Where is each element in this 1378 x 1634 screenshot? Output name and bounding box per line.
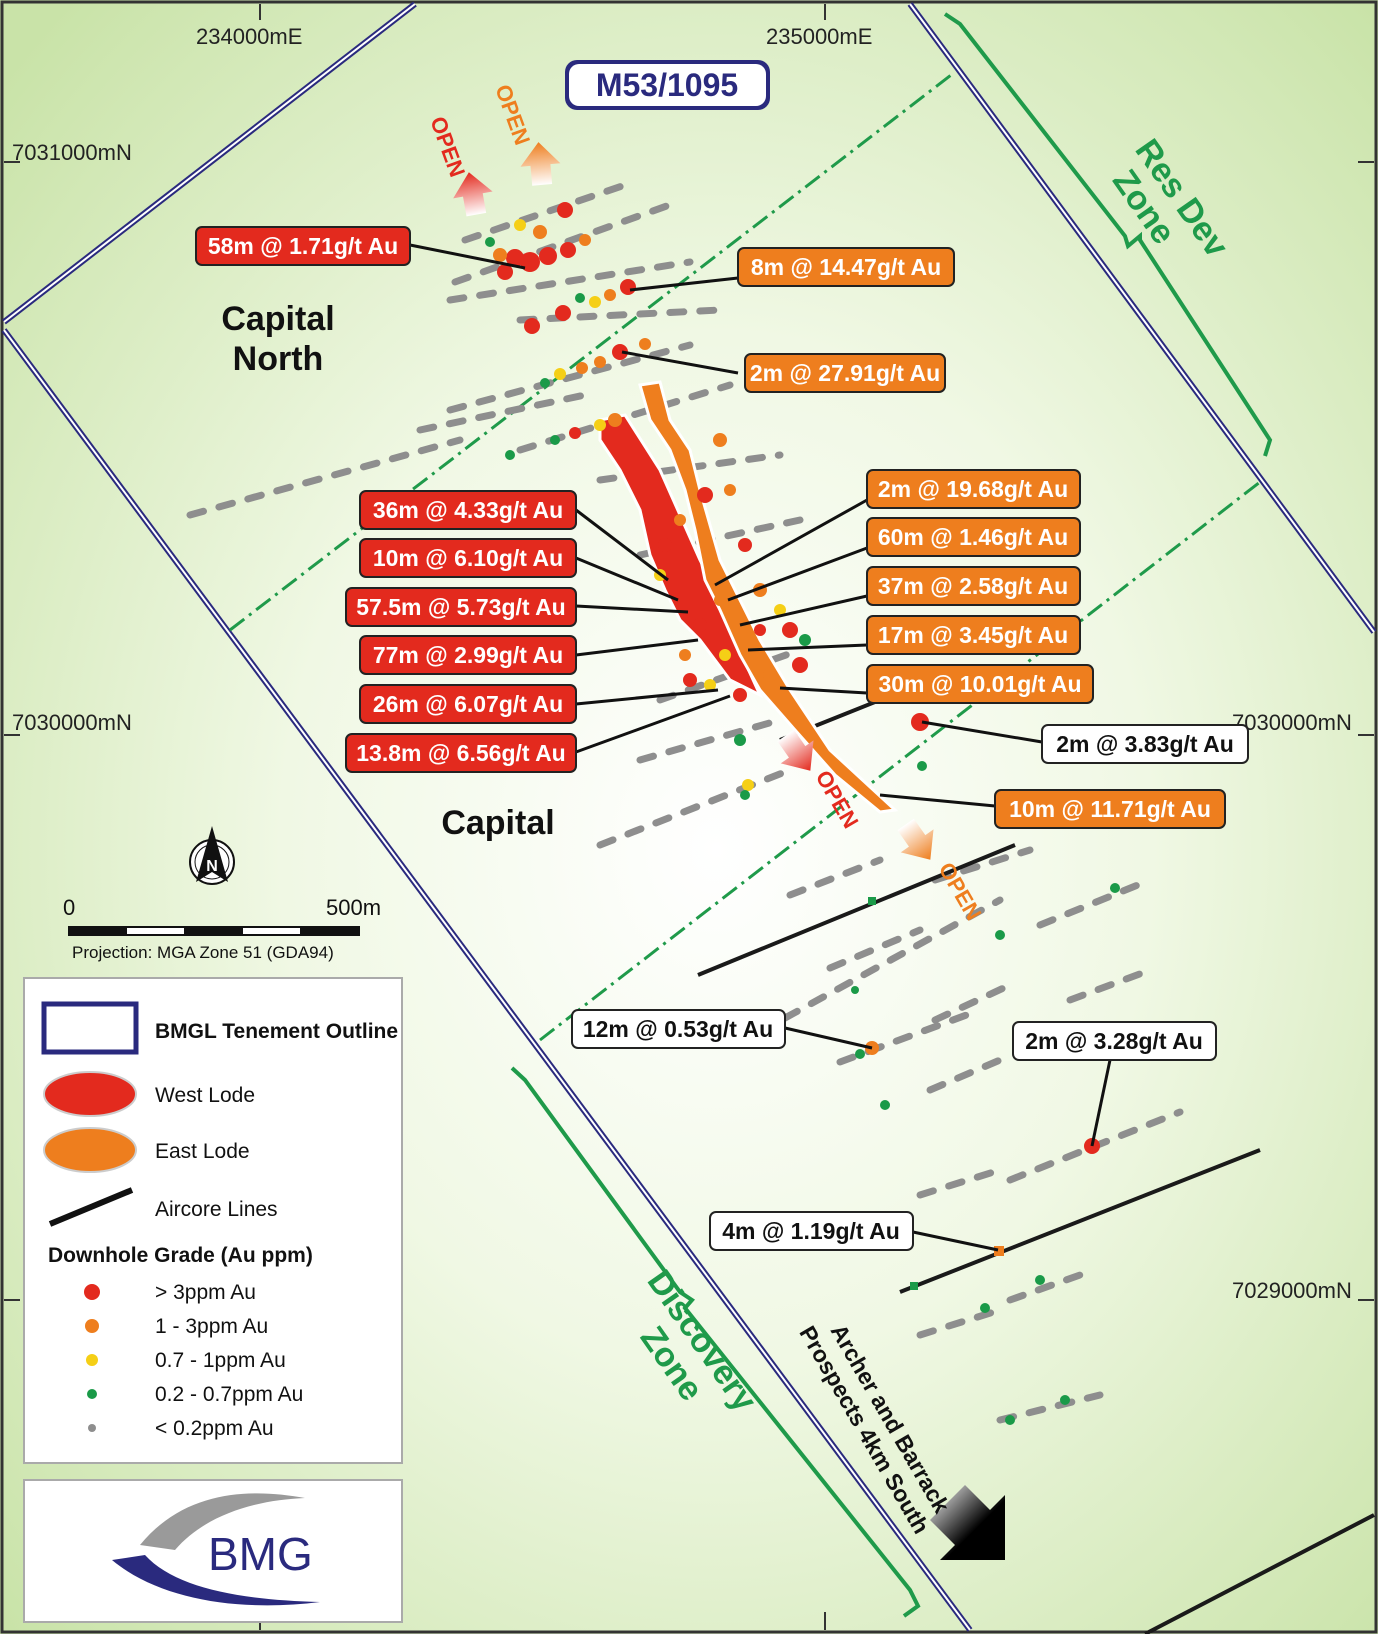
legend-tenement-swatch	[41, 1001, 139, 1055]
intercept-orange-3: 2m @ 19.68g/t Au	[866, 469, 1081, 509]
svg-text:17m @ 3.45g/t Au: 17m @ 3.45g/t Au	[878, 622, 1068, 648]
svg-text:37m @ 2.58g/t Au: 37m @ 2.58g/t Au	[878, 573, 1068, 599]
aircore-lines	[697, 688, 1375, 1634]
legend-east-lode-label: East Lode	[155, 1140, 250, 1163]
intercept-red-7: 13.8m @ 6.56g/t Au	[345, 733, 577, 773]
capital-north-label-2: North	[233, 340, 324, 378]
capital-label: Capital	[441, 804, 554, 842]
open-arrow-north-red	[453, 172, 493, 217]
svg-text:77m @ 2.99g/t Au: 77m @ 2.99g/t Au	[373, 642, 563, 668]
svg-text:58m @ 1.71g/t Au: 58m @ 1.71g/t Au	[208, 233, 398, 259]
intercept-orange-8: 10m @ 11.71g/t Au	[994, 789, 1226, 829]
north-arrow: N	[189, 826, 235, 885]
legend-aircore-swatch	[48, 1187, 134, 1227]
intercept-white-1: 2m @ 3.83g/t Au	[1041, 724, 1249, 764]
intercept-orange-2: 2m @ 27.91g/t Au	[744, 353, 946, 393]
svg-text:2m @ 3.28g/t Au: 2m @ 3.28g/t Au	[1025, 1028, 1203, 1054]
legend-grade-label-3: 0.7 - 1ppm Au	[155, 1349, 286, 1372]
svg-text:N: N	[206, 858, 218, 875]
svg-text:10m @ 6.10g/t Au: 10m @ 6.10g/t Au	[373, 545, 563, 571]
intercept-red-5: 77m @ 2.99g/t Au	[359, 635, 577, 675]
northing-label-7029000: 7029000mN	[1232, 1278, 1352, 1303]
legend-west-lode-label: West Lode	[155, 1084, 255, 1107]
svg-text:BMG: BMG	[208, 1528, 313, 1580]
legend-grade-label-5: < 0.2ppm Au	[155, 1417, 274, 1440]
svg-text:2m @ 3.83g/t Au: 2m @ 3.83g/t Au	[1056, 731, 1234, 757]
open-arrow-south-orange	[897, 818, 934, 860]
easting-label-235000: 235000mE	[766, 24, 872, 49]
legend-grade-swatch-5	[88, 1424, 96, 1432]
bmg-logo: BMG	[23, 1479, 403, 1623]
scale-bar: 0 500m Projection: MGA Zone 51 (GDA94)	[63, 895, 381, 962]
svg-text:26m @ 6.07g/t Au: 26m @ 6.07g/t Au	[373, 691, 563, 717]
legend: BMGL Tenement Outline West Lode East Lod…	[23, 977, 403, 1464]
scale-max-label: 500m	[326, 895, 381, 920]
intercept-white-4: 4m @ 1.19g/t Au	[709, 1211, 914, 1251]
east-lode	[638, 380, 899, 814]
svg-text:4m @ 1.19g/t Au: 4m @ 1.19g/t Au	[722, 1218, 900, 1244]
northing-label-7030000-left: 7030000mN	[12, 710, 132, 735]
intercept-orange-7: 30m @ 10.01g/t Au	[866, 664, 1094, 704]
intercept-orange-4: 60m @ 1.46g/t Au	[866, 517, 1081, 557]
scale-zero-label: 0	[63, 895, 75, 920]
intercept-red-3: 10m @ 6.10g/t Au	[359, 538, 577, 578]
legend-grade-label-1: > 3ppm Au	[155, 1281, 256, 1304]
legend-tenement-label: BMGL Tenement Outline	[155, 1020, 398, 1043]
northing-label-7030000-right: 7030000mN	[1232, 710, 1352, 735]
legend-grade-title: Downhole Grade (Au ppm)	[48, 1244, 313, 1267]
legend-west-lode-swatch	[43, 1071, 137, 1117]
legend-east-lode-swatch	[43, 1127, 137, 1173]
res-dev-bracket	[943, 12, 1273, 457]
capital-north-label-1: Capital	[221, 300, 334, 338]
discovery-bracket	[510, 1066, 921, 1618]
intercept-red-6: 26m @ 6.07g/t Au	[359, 684, 577, 724]
legend-grade-label-4: 0.2 - 0.7ppm Au	[155, 1383, 303, 1406]
svg-text:13.8m @ 6.56g/t Au: 13.8m @ 6.56g/t Au	[356, 740, 565, 766]
svg-text:60m @ 1.46g/t Au: 60m @ 1.46g/t Au	[878, 524, 1068, 550]
svg-text:2m @ 19.68g/t Au: 2m @ 19.68g/t Au	[878, 476, 1068, 502]
open-arrow-north-orange	[520, 142, 561, 186]
intercept-red-1: 58m @ 1.71g/t Au	[195, 226, 411, 266]
intercept-red-4: 57.5m @ 5.73g/t Au	[345, 587, 577, 627]
open-arrow-south-red	[777, 729, 814, 771]
svg-text:30m @ 10.01g/t Au: 30m @ 10.01g/t Au	[878, 671, 1081, 697]
grid-ticks	[4, 4, 1374, 1630]
intercept-orange-5: 37m @ 2.58g/t Au	[866, 566, 1081, 606]
svg-text:M53/1095: M53/1095	[596, 67, 738, 103]
intercept-red-2: 36m @ 4.33g/t Au	[359, 490, 577, 530]
intercept-orange-6: 17m @ 3.45g/t Au	[866, 615, 1081, 655]
svg-text:12m @ 0.53g/t Au: 12m @ 0.53g/t Au	[583, 1016, 773, 1042]
legend-grade-label-2: 1 - 3ppm Au	[155, 1315, 268, 1338]
legend-grade-swatch-4	[87, 1389, 97, 1399]
intercept-orange-1: 8m @ 14.47g/t Au	[737, 247, 955, 287]
svg-text:10m @ 11.71g/t Au: 10m @ 11.71g/t Au	[1009, 796, 1211, 822]
zone-boundaries	[229, 70, 1261, 1042]
south-arrow	[930, 1485, 1005, 1560]
legend-grade-swatch-2	[85, 1319, 99, 1333]
svg-text:36m @ 4.33g/t Au: 36m @ 4.33g/t Au	[373, 497, 563, 523]
projection-label: Projection: MGA Zone 51 (GDA94)	[72, 943, 334, 962]
svg-text:8m @ 14.47g/t Au: 8m @ 14.47g/t Au	[751, 254, 941, 280]
legend-aircore-label: Aircore Lines	[155, 1198, 278, 1221]
svg-text:57.5m @ 5.73g/t Au: 57.5m @ 5.73g/t Au	[356, 594, 565, 620]
svg-text:2m @ 27.91g/t Au: 2m @ 27.91g/t Au	[750, 360, 940, 386]
tenement-id-box: M53/1095	[565, 60, 770, 110]
legend-grade-swatch-1	[84, 1284, 100, 1300]
easting-label-234000: 234000mE	[196, 24, 302, 49]
intercept-white-2: 12m @ 0.53g/t Au	[571, 1009, 786, 1049]
intercept-white-3: 2m @ 3.28g/t Au	[1012, 1021, 1217, 1061]
legend-grade-swatch-3	[86, 1354, 98, 1366]
leader-lines	[409, 243, 1112, 1252]
northing-label-7031000: 7031000mN	[12, 140, 132, 165]
